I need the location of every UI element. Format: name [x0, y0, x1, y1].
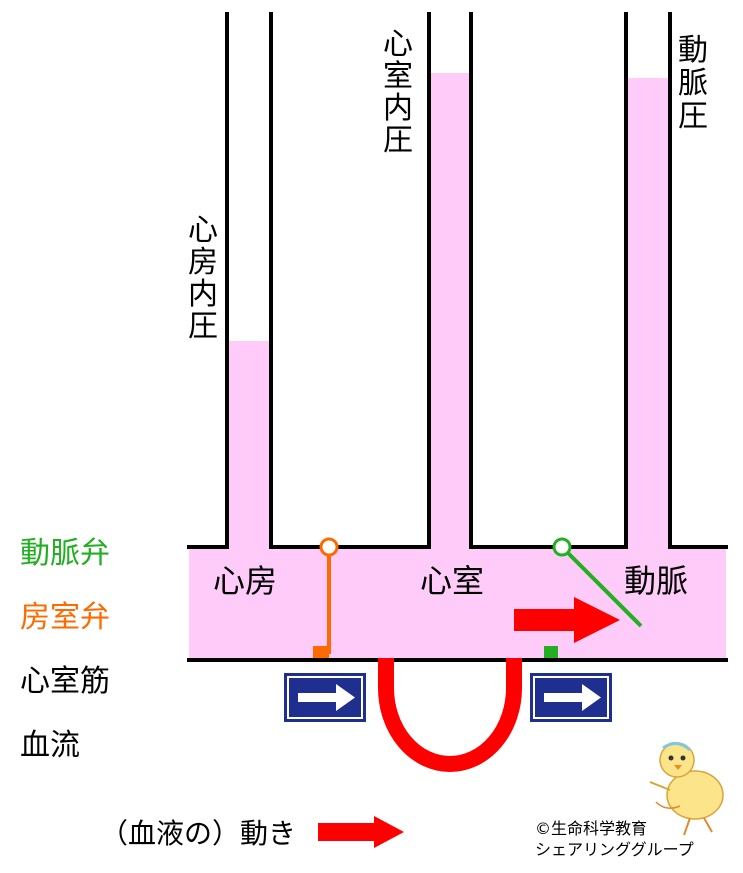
svg-text:圧: 圧 [383, 123, 413, 158]
svg-text:圧: 圧 [678, 99, 708, 134]
vessel-outline [187, 12, 728, 662]
svg-text:心: 心 [383, 27, 413, 62]
arterial-pressure-label: 動 脈 圧 [678, 33, 708, 134]
chamber-fill [189, 547, 726, 660]
arterial-column-fill [626, 78, 670, 549]
legend-ventricular-muscle: 心室筋 [20, 664, 110, 699]
svg-text:室: 室 [383, 59, 413, 94]
legend-aortic-valve: 動脈弁 [20, 536, 110, 571]
svg-text:内: 内 [383, 91, 413, 126]
flow-sign-left [284, 673, 366, 722]
av-valve [313, 537, 339, 658]
aortic-valve [544, 537, 643, 658]
ventricle-label: 心室 [420, 562, 484, 600]
atrial-pressure-label: 心 房 内 圧 [188, 213, 218, 344]
svg-text:圧: 圧 [188, 309, 218, 344]
chick-icon [649, 742, 724, 836]
ventricular-muscle [378, 658, 522, 772]
ventricular-column-fill [429, 73, 471, 549]
svg-text:心: 心 [188, 213, 218, 248]
legend-motion-arrow-icon [318, 816, 404, 848]
credit-line-2: シェアリンググループ [535, 840, 694, 859]
legend-blood-motion: （血液の）動き [100, 817, 296, 850]
flow-sign-right [530, 673, 612, 722]
svg-text:脈: 脈 [678, 66, 708, 101]
legend-av-valve: 房室弁 [20, 600, 110, 635]
atrium-label: 心房 [213, 562, 277, 600]
svg-text:内: 内 [188, 277, 218, 312]
legend-blood-flow: 血流 [20, 728, 80, 763]
atrial-column-fill [227, 341, 271, 549]
ventricular-pressure-label: 心 室 内 圧 [383, 27, 413, 158]
svg-text:房: 房 [188, 245, 218, 280]
blood-fill [189, 73, 726, 660]
credit-line-1: ©生命科学教育 [535, 819, 647, 838]
blood-motion-arrow [514, 597, 620, 643]
artery-label: 動脈 [624, 562, 688, 600]
svg-text:動: 動 [678, 33, 708, 68]
